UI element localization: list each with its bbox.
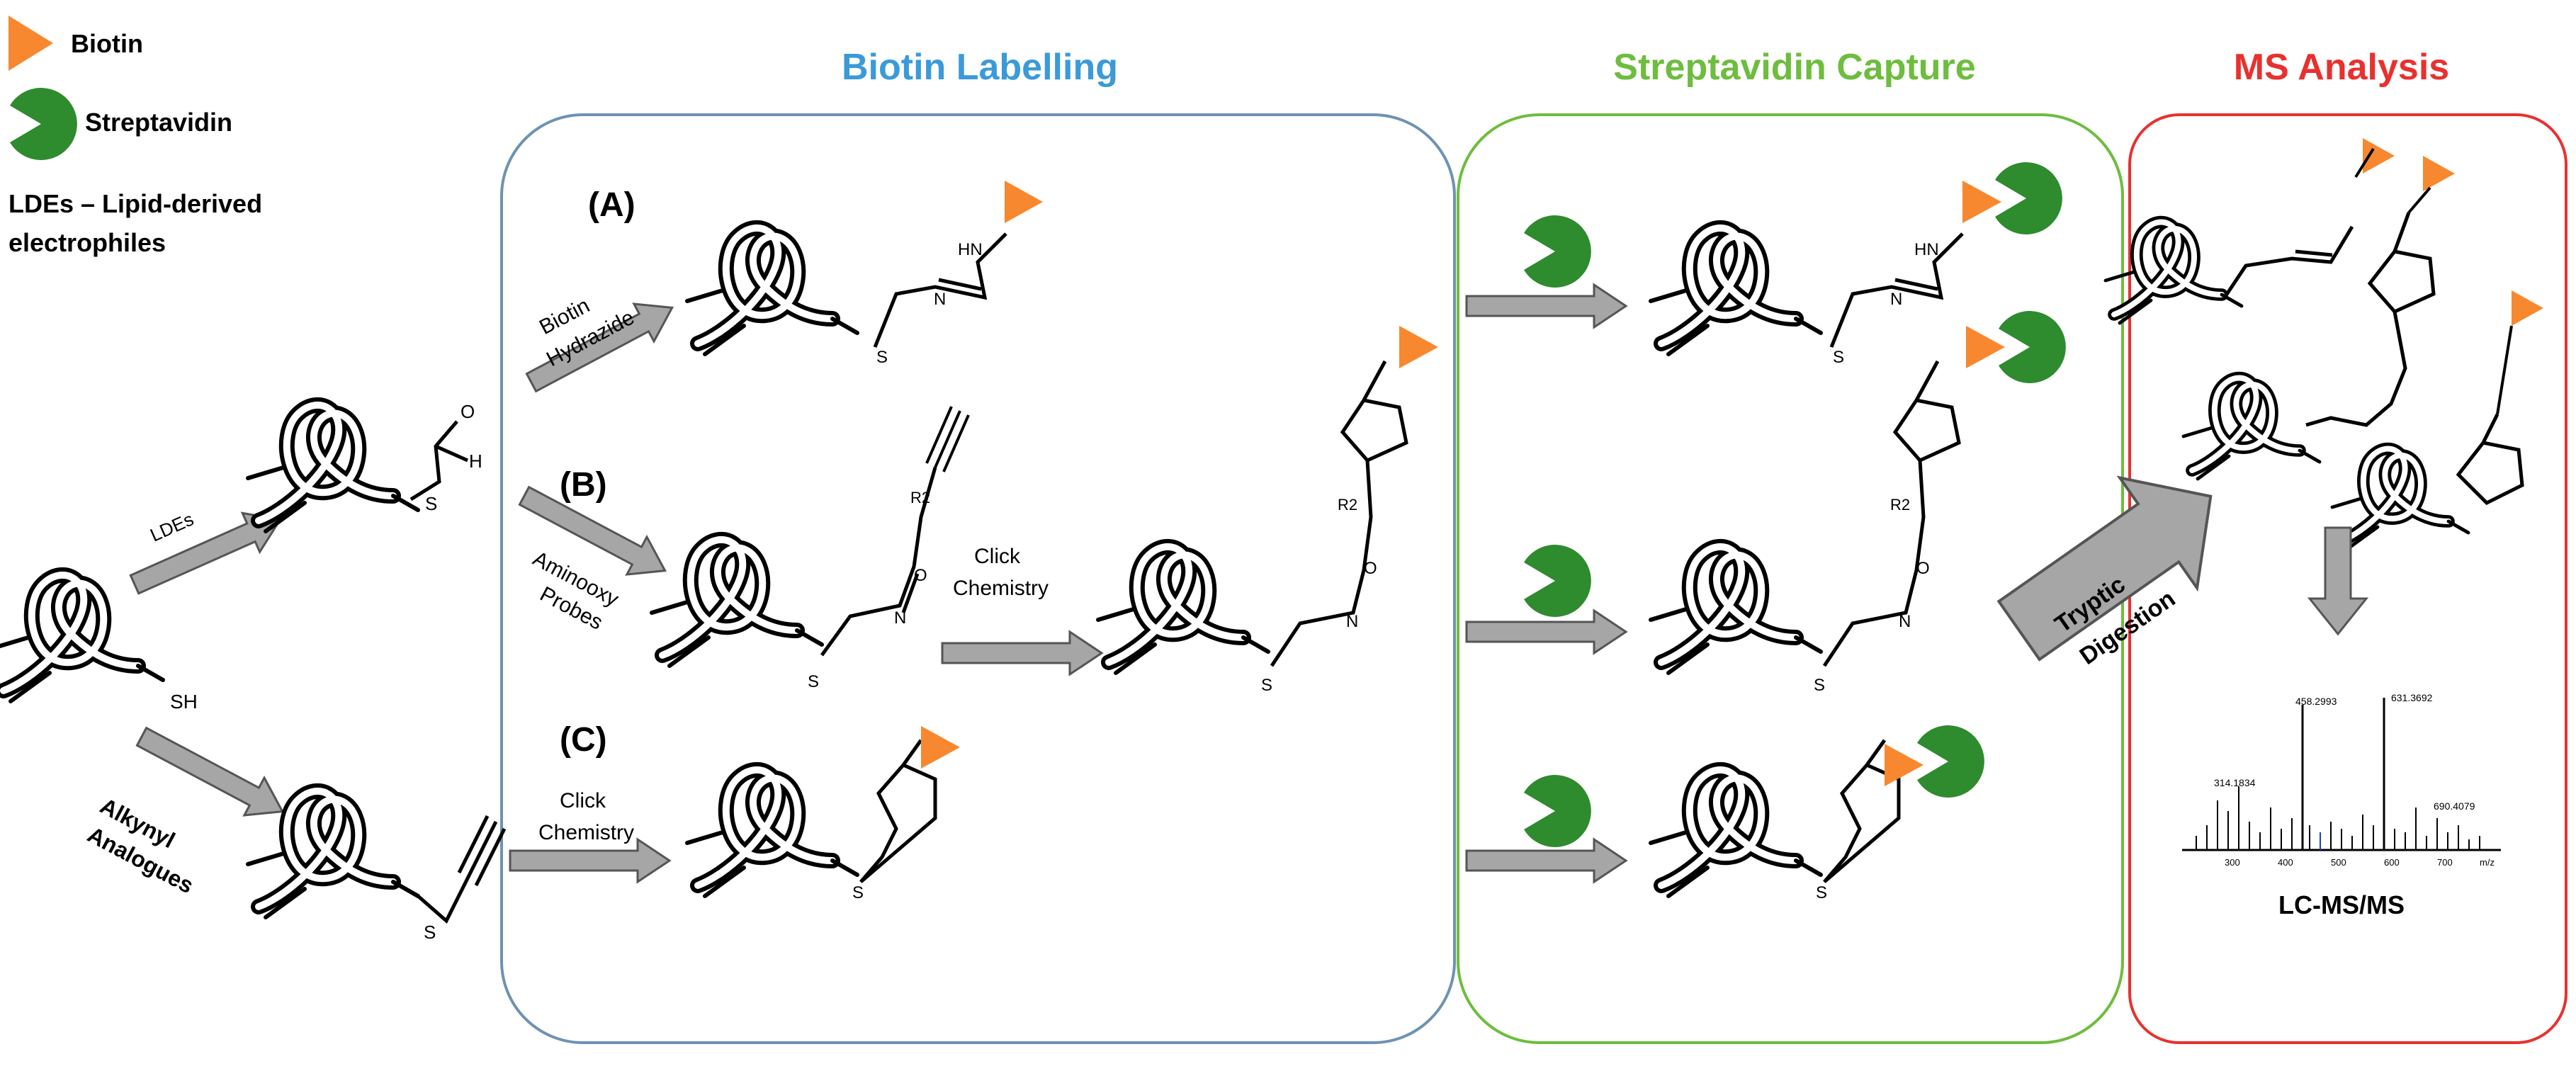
captured-a-streptavidin	[1995, 162, 2062, 234]
captured-product-b: S N O R2	[1651, 311, 2066, 695]
ms-biotin-tag-1	[2363, 138, 2395, 174]
streptavidin-probe-c	[1524, 775, 1591, 847]
captured-b-sulfur-label: S	[1814, 676, 1825, 695]
adduct-oxygen-label: O	[461, 401, 475, 422]
spectrum-peak-label-4: 690.4079	[2434, 800, 2475, 812]
spectrum-peaks	[2196, 698, 2480, 850]
route-a-hydrazone-product: S N HN	[687, 181, 1043, 367]
route-a-label: (A)	[588, 186, 635, 224]
route-c-label: (C)	[560, 721, 607, 759]
lc-ms-arrow	[2307, 526, 2369, 636]
click-chemistry-b-line2: Chemistry	[953, 577, 1049, 600]
streptavidin-probe-a	[1524, 215, 1591, 288]
section-title-ms-analysis: MS Analysis	[2234, 47, 2449, 88]
spectrum-tick-500: 500	[2331, 857, 2346, 868]
route-c-triazole-product: S	[687, 726, 960, 902]
spectrum-tick-700: 700	[2437, 857, 2453, 868]
captured-a-hn-label: HN	[1914, 240, 1939, 259]
route-a-biotin-tag	[1005, 181, 1043, 223]
ldes-arrow-label: LDEs	[147, 508, 196, 545]
spectrum-tick-300: 300	[2225, 857, 2240, 868]
ms-biotin-tag-3	[2512, 290, 2543, 326]
route-a-sulfur-label: S	[876, 348, 888, 367]
route-b2-oxygen-label: O	[1364, 559, 1377, 578]
biotin-labelling-box	[500, 113, 1456, 1044]
sh-group-label: SH	[170, 691, 198, 713]
alkynyl-arrow	[130, 717, 294, 832]
route-b-r2-label: R2	[910, 489, 930, 506]
lde-adduct-protein: S O H	[248, 401, 482, 531]
mass-spectrum: 314.1834 458.2993 631.3692 690.4079 300 …	[2182, 692, 2501, 919]
route-a-nitrogen-label: N	[934, 290, 946, 309]
streptavidin-legend-label: Streptavidin	[85, 108, 232, 137]
adduct-sulfur-label: S	[425, 493, 437, 514]
captured-product-c: S	[1651, 725, 1984, 902]
captured-c-biotin-tag	[1885, 744, 1923, 786]
capture-arrow-b	[1465, 609, 1627, 654]
captured-c-streptavidin	[1917, 725, 1984, 798]
route-b-label: (B)	[560, 466, 607, 504]
route-b-triazole-product: S N O R2	[1098, 326, 1438, 695]
captured-a-nitrogen-label: N	[1890, 290, 1902, 309]
captured-c-sulfur-label: S	[1816, 883, 1827, 902]
route-b-sulfur-label: S	[808, 672, 819, 691]
spectrum-peak-label-1: 314.1834	[2214, 777, 2256, 788]
captured-b-oxygen-label: O	[1916, 559, 1930, 578]
captured-product-a: S N HN	[1651, 162, 2062, 367]
lde-definition-line1: LDEs – Lipid-derived	[9, 189, 262, 218]
spectrum-unit: m/z	[2480, 857, 2495, 868]
adduct-hydrogen-label: H	[469, 450, 482, 472]
legend: Biotin Streptavidin LDEs – Lipid-derived…	[9, 16, 262, 257]
ms-biotin-tag-2	[2423, 156, 2455, 191]
route-c-sulfur-label: S	[852, 883, 864, 902]
section-title-biotin-labelling: Biotin Labelling	[842, 47, 1118, 88]
route-b-nitrogen-label: N	[894, 608, 906, 628]
click-chemistry-arrow-b	[941, 630, 1103, 676]
streptavidin-legend-icon	[10, 88, 77, 160]
streptavidin-probe-b	[1524, 545, 1591, 617]
click-chemistry-c-line1: Click	[560, 789, 606, 812]
alkynyl-sulfur-label: S	[424, 922, 436, 943]
starting-protein: SH	[0, 575, 198, 713]
alkynyl-protein: S	[248, 791, 507, 943]
captured-b-streptavidin	[1999, 311, 2066, 383]
route-b-biotin-tag	[1399, 326, 1438, 368]
route-b2-r2-label: R2	[1338, 496, 1357, 514]
click-chemistry-b-line1: Click	[974, 545, 1021, 568]
section-title-streptavidin-capture: Streptavidin Capture	[1613, 47, 1975, 88]
biotin-legend-icon	[9, 16, 53, 71]
tryptic-digestion-arrow	[1996, 475, 2213, 662]
captured-b-nitrogen-label: N	[1899, 612, 1911, 631]
captured-a-sulfur-label: S	[1833, 348, 1844, 367]
digested-peptides	[2106, 138, 2543, 550]
click-chemistry-arrow-c	[509, 838, 671, 883]
captured-a-biotin-tag	[1962, 181, 2001, 223]
click-chemistry-c-line2: Chemistry	[538, 821, 634, 844]
spectrum-tick-400: 400	[2278, 857, 2293, 868]
spectrum-caption: LC-MS/MS	[2278, 890, 2405, 919]
lde-definition-line2: electrophiles	[9, 228, 166, 257]
route-b-oxime-alkyne-product: S N O R2	[652, 406, 970, 691]
biotin-legend-label: Biotin	[71, 29, 143, 58]
captured-b-r2-label: R2	[1890, 496, 1910, 514]
spectrum-tick-600: 600	[2384, 857, 2400, 868]
captured-b-biotin-tag	[1966, 326, 2005, 368]
route-b-oxygen-label: O	[914, 566, 927, 585]
capture-arrow-a	[1465, 283, 1627, 329]
spectrum-peak-label-2: 458.2993	[2295, 696, 2337, 707]
route-b2-nitrogen-label: N	[1346, 612, 1358, 631]
route-c-biotin-tag	[921, 726, 960, 769]
spectrum-peak-label-3: 631.3692	[2391, 692, 2433, 703]
route-a-hn-label: HN	[958, 240, 983, 259]
route-b2-sulfur-label: S	[1261, 676, 1272, 695]
